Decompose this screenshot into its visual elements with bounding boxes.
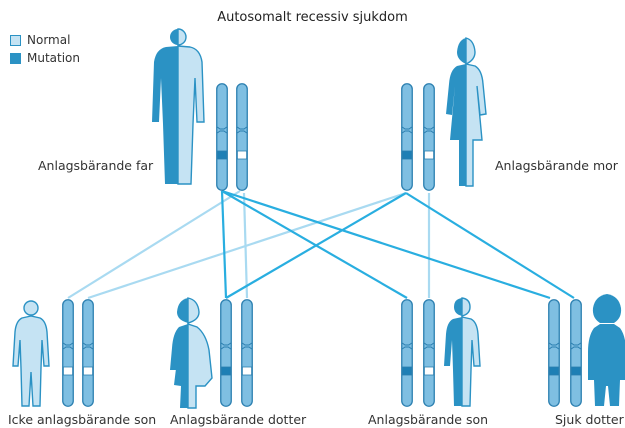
mother-chromosome-mutation bbox=[402, 84, 413, 191]
mother-figure bbox=[446, 38, 486, 186]
child-label-1: Icke anlagsbärande son bbox=[8, 412, 156, 427]
daughter-carrier-figure bbox=[170, 298, 212, 408]
line-father-mut-to-daughter2 bbox=[222, 191, 550, 298]
child-label-4: Sjuk dotter bbox=[555, 412, 624, 427]
line-father-normal-to-son1 bbox=[68, 191, 240, 298]
mother-chromosome-normal bbox=[424, 84, 435, 191]
mother-label: Anlagsbärande mor bbox=[495, 158, 618, 173]
father-label: Anlagsbärande far bbox=[38, 158, 153, 173]
son-carrier-figure bbox=[444, 298, 480, 406]
daughter2-chromosome-mutation-a bbox=[549, 300, 560, 407]
child-label-2: Anlagsbärande dotter bbox=[170, 412, 306, 427]
son1-chromosome-normal-a bbox=[63, 300, 74, 407]
inheritance-lines bbox=[68, 191, 574, 298]
son3-chromosome-mutation bbox=[402, 300, 413, 407]
line-father-mut-to-daughter1 bbox=[222, 191, 226, 298]
daughter-affected-figure bbox=[588, 294, 625, 406]
son-noncarrier-figure bbox=[13, 301, 49, 406]
child-label-3: Anlagsbärande son bbox=[368, 412, 488, 427]
father-chromosome-normal bbox=[237, 84, 248, 191]
father-chromosome-mutation bbox=[217, 84, 228, 191]
line-mother-mut-to-daughter2 bbox=[406, 193, 574, 298]
father-figure bbox=[152, 29, 204, 184]
son1-chromosome-normal-b bbox=[83, 300, 94, 407]
daughter1-chromosome-normal bbox=[242, 300, 253, 407]
daughter2-chromosome-mutation-b bbox=[571, 300, 582, 407]
son3-chromosome-normal bbox=[424, 300, 435, 407]
daughter1-chromosome-mutation bbox=[221, 300, 232, 407]
